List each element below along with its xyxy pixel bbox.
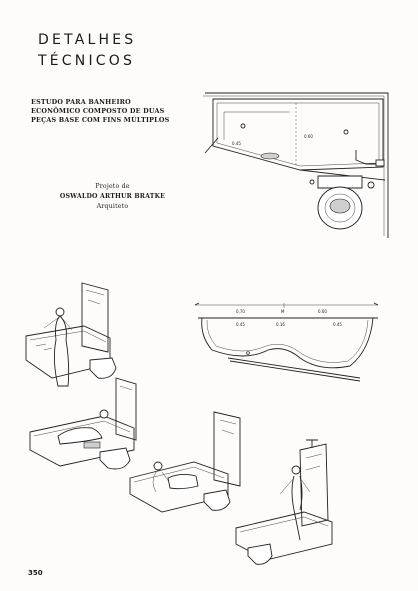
- page-title-line1: DETALHES: [38, 32, 137, 48]
- drain-icon: [260, 152, 280, 160]
- project-description: ESTUDO PARA BANHEIRO ECONÔMICO COMPOSTO …: [31, 98, 170, 125]
- person-figure-icon: [153, 461, 163, 471]
- section-dimension-bottom-1: 0.45: [236, 322, 245, 327]
- section-dimension-bottom-2: 0.16: [276, 322, 285, 327]
- plan-drawing: 0.45 0.60: [203, 92, 389, 238]
- project-label: Projeto de: [95, 183, 130, 190]
- tap-handle-icon: [343, 129, 349, 135]
- sketch-shower: [235, 439, 333, 565]
- architect-name: OSWALDO ARTHUR BRATKE: [59, 193, 166, 200]
- person-figure-icon: [291, 465, 301, 475]
- page-title-line2: TÉCNICOS: [38, 53, 136, 69]
- section-dimension-top-2: 0.60: [318, 309, 327, 314]
- person-figure-icon: [99, 409, 109, 419]
- architect-role: Arquiteto: [96, 203, 129, 210]
- toilet-icon: [99, 447, 131, 470]
- toilet-icon: [247, 543, 273, 565]
- person-figure-icon: [55, 307, 65, 317]
- toilet-icon: [203, 489, 231, 511]
- tap-handle-icon: [240, 123, 246, 129]
- plan-dimension-left: 0.45: [232, 141, 241, 146]
- page-number: 350: [28, 569, 43, 577]
- sketch-washbasin: [25, 282, 117, 387]
- sketch-child-bath: [129, 411, 241, 513]
- section-drawing: 0.70 M 0.60 0.45 0.16 0.45: [194, 302, 379, 382]
- sketch-bathing: [29, 377, 137, 470]
- section-mark: M: [281, 309, 285, 314]
- plan-dimension-right: 0.60: [304, 134, 313, 139]
- section-dimension-top-1: 0.70: [236, 309, 245, 314]
- toilet-icon: [89, 357, 117, 379]
- section-dimension-bottom-3: 0.45: [333, 322, 342, 327]
